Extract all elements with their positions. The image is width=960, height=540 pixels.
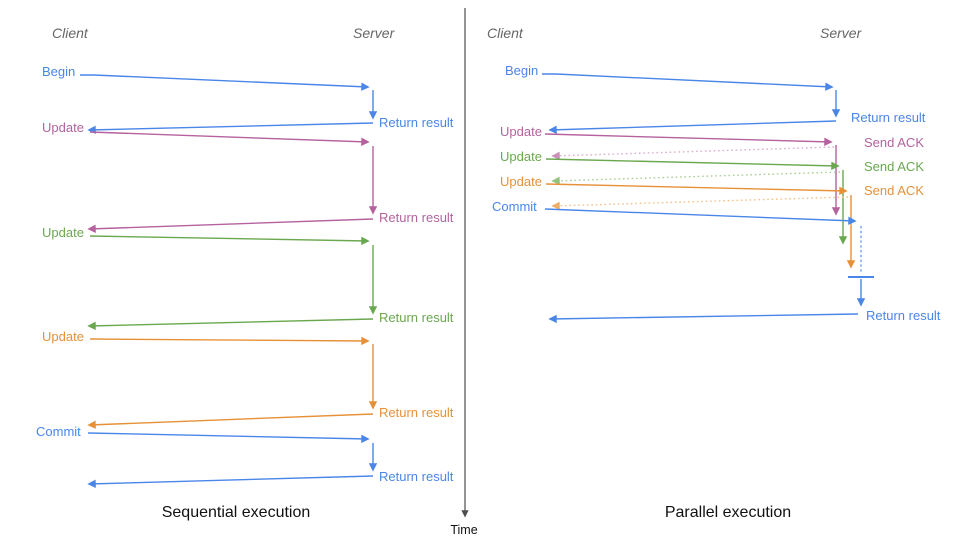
message-label: Update xyxy=(42,120,84,135)
ack-dotted-arrow xyxy=(551,171,841,185)
time-axis: Time xyxy=(450,8,478,537)
diagram-title: Parallel execution xyxy=(665,504,791,521)
server-lifeline-label: Server xyxy=(353,25,396,41)
message-exchange-update-3: Update Send ACK xyxy=(500,174,924,269)
sequence-diagram-parallel: Client Server Begin Return result Update… xyxy=(487,25,941,521)
message-label: Update xyxy=(500,124,542,139)
request-arrow xyxy=(89,336,370,346)
message-exchange-commit: Commit Return result xyxy=(36,424,454,489)
return-label: Return result xyxy=(851,110,926,125)
ack-dotted-arrow xyxy=(551,196,849,210)
message-exchange-update-1: Update Send ACK xyxy=(500,124,924,216)
ack-dotted-arrow xyxy=(551,146,835,160)
client-lifeline-label: Client xyxy=(487,25,524,41)
return-label: Return result xyxy=(379,210,454,225)
return-arrow xyxy=(87,475,374,489)
message-label: Update xyxy=(500,174,542,189)
request-arrow xyxy=(544,133,833,147)
request-arrow xyxy=(544,208,857,225)
message-exchange-begin: Begin Return result xyxy=(42,64,454,135)
ack-label: Send ACK xyxy=(864,159,924,174)
message-label: Update xyxy=(42,329,84,344)
sequence-diagram-sequential: Client Server Begin Return result Update… xyxy=(36,25,454,521)
message-label: Commit xyxy=(492,199,537,214)
return-label: Return result xyxy=(379,115,454,130)
return-label: Return result xyxy=(379,310,454,325)
request-arrow xyxy=(80,74,370,91)
return-label: Return result xyxy=(866,308,941,323)
request-arrow xyxy=(542,73,834,91)
message-exchange-update-2: Update Send ACK xyxy=(500,149,924,245)
client-lifeline-label: Client xyxy=(52,25,89,41)
diagram-title: Sequential execution xyxy=(162,504,311,521)
request-arrow xyxy=(89,235,370,246)
return-arrow xyxy=(87,218,374,233)
ack-label: Send ACK xyxy=(864,135,924,150)
request-arrow xyxy=(545,183,848,196)
return-arrow xyxy=(548,120,837,134)
return-label: Return result xyxy=(379,469,454,484)
message-exchange-update-2: Update Return result xyxy=(42,225,454,331)
message-label: Update xyxy=(500,149,542,164)
time-axis-label: Time xyxy=(450,523,477,537)
message-exchange-commit: Commit Return result xyxy=(492,199,941,324)
return-arrow xyxy=(87,122,374,135)
request-arrow xyxy=(87,432,370,444)
return-arrow xyxy=(548,313,859,324)
return-label: Return result xyxy=(379,405,454,420)
message-label: Begin xyxy=(42,64,75,79)
message-exchange-update-3: Update Return result xyxy=(42,329,454,429)
request-arrow xyxy=(89,131,370,146)
message-exchange-update-1: Update Return result xyxy=(42,120,454,233)
message-label: Begin xyxy=(505,63,538,78)
server-lifeline-label: Server xyxy=(820,25,863,41)
message-label: Update xyxy=(42,225,84,240)
ack-label: Send ACK xyxy=(864,183,924,198)
return-arrow xyxy=(87,318,374,331)
return-arrow xyxy=(87,413,374,429)
request-arrow xyxy=(545,158,840,171)
message-exchange-begin: Begin Return result xyxy=(505,63,926,134)
message-label: Commit xyxy=(36,424,81,439)
